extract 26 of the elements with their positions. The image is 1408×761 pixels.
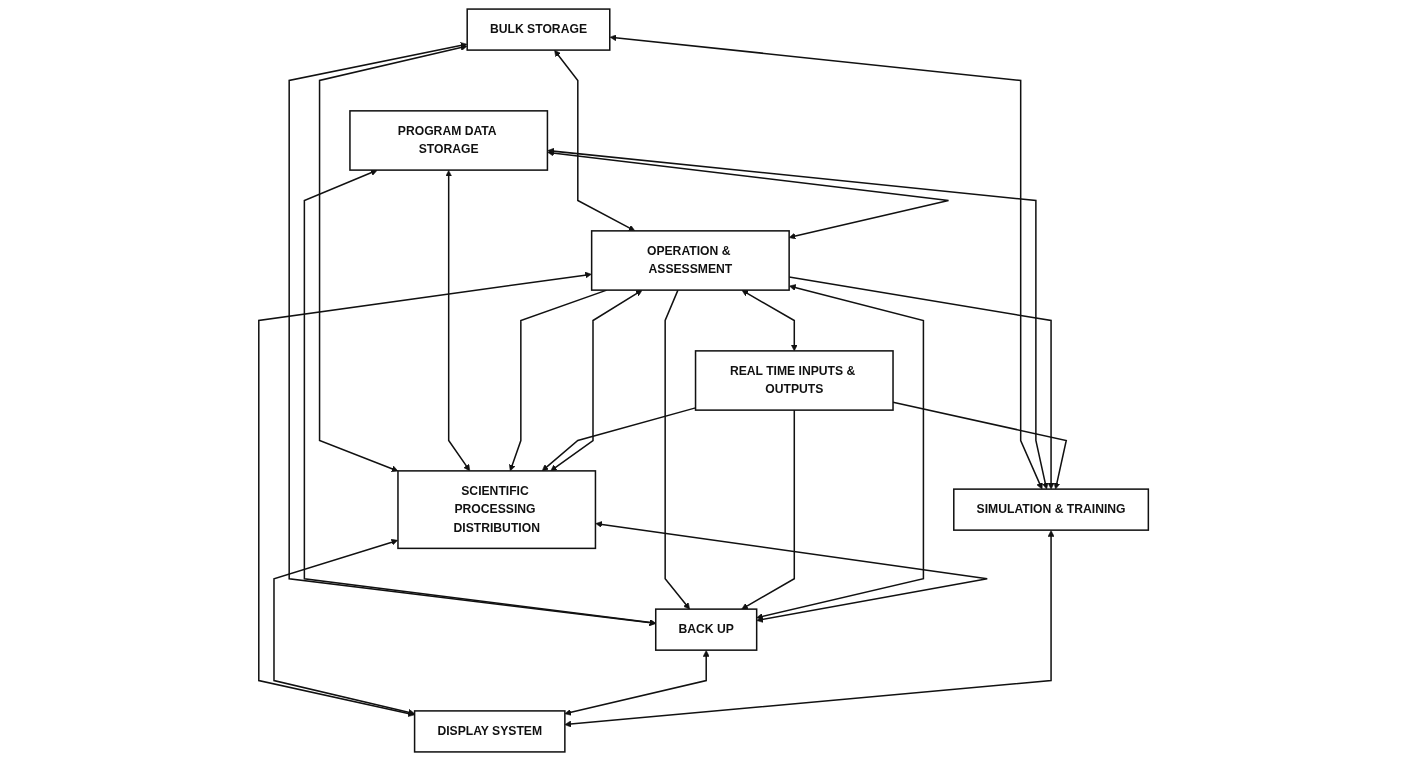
arrow bbox=[742, 289, 799, 352]
arrow bbox=[610, 34, 1044, 490]
arrow bbox=[547, 147, 1049, 490]
node-box: PROGRAM DATA STORAGE bbox=[349, 110, 549, 171]
arrow bbox=[565, 530, 1055, 728]
arrow bbox=[273, 538, 416, 716]
arrow bbox=[595, 521, 989, 623]
arrow bbox=[288, 42, 657, 627]
arrow bbox=[547, 149, 950, 240]
arrow bbox=[550, 289, 643, 472]
arrow bbox=[319, 44, 468, 472]
arrow bbox=[542, 407, 697, 472]
node-box: REAL TIME INPUTS & OUTPUTS bbox=[695, 350, 895, 411]
node-box: BULK STORAGE bbox=[466, 8, 611, 51]
node-box: DISPLAY SYSTEM bbox=[414, 710, 567, 753]
arrow bbox=[741, 409, 796, 610]
node-box: SCIENTIFIC PROCESSING DISTRIBUTION bbox=[397, 470, 597, 550]
arrow bbox=[664, 289, 691, 610]
node-box: SIMULATION & TRAINING bbox=[953, 488, 1150, 531]
arrow bbox=[554, 50, 636, 232]
arrow bbox=[258, 271, 593, 717]
arrow bbox=[445, 170, 471, 472]
node-box: OPERATION & ASSESSMENT bbox=[591, 230, 791, 291]
arrow bbox=[565, 650, 710, 716]
arrow bbox=[304, 169, 657, 626]
node-box: BACK UP bbox=[655, 608, 758, 651]
